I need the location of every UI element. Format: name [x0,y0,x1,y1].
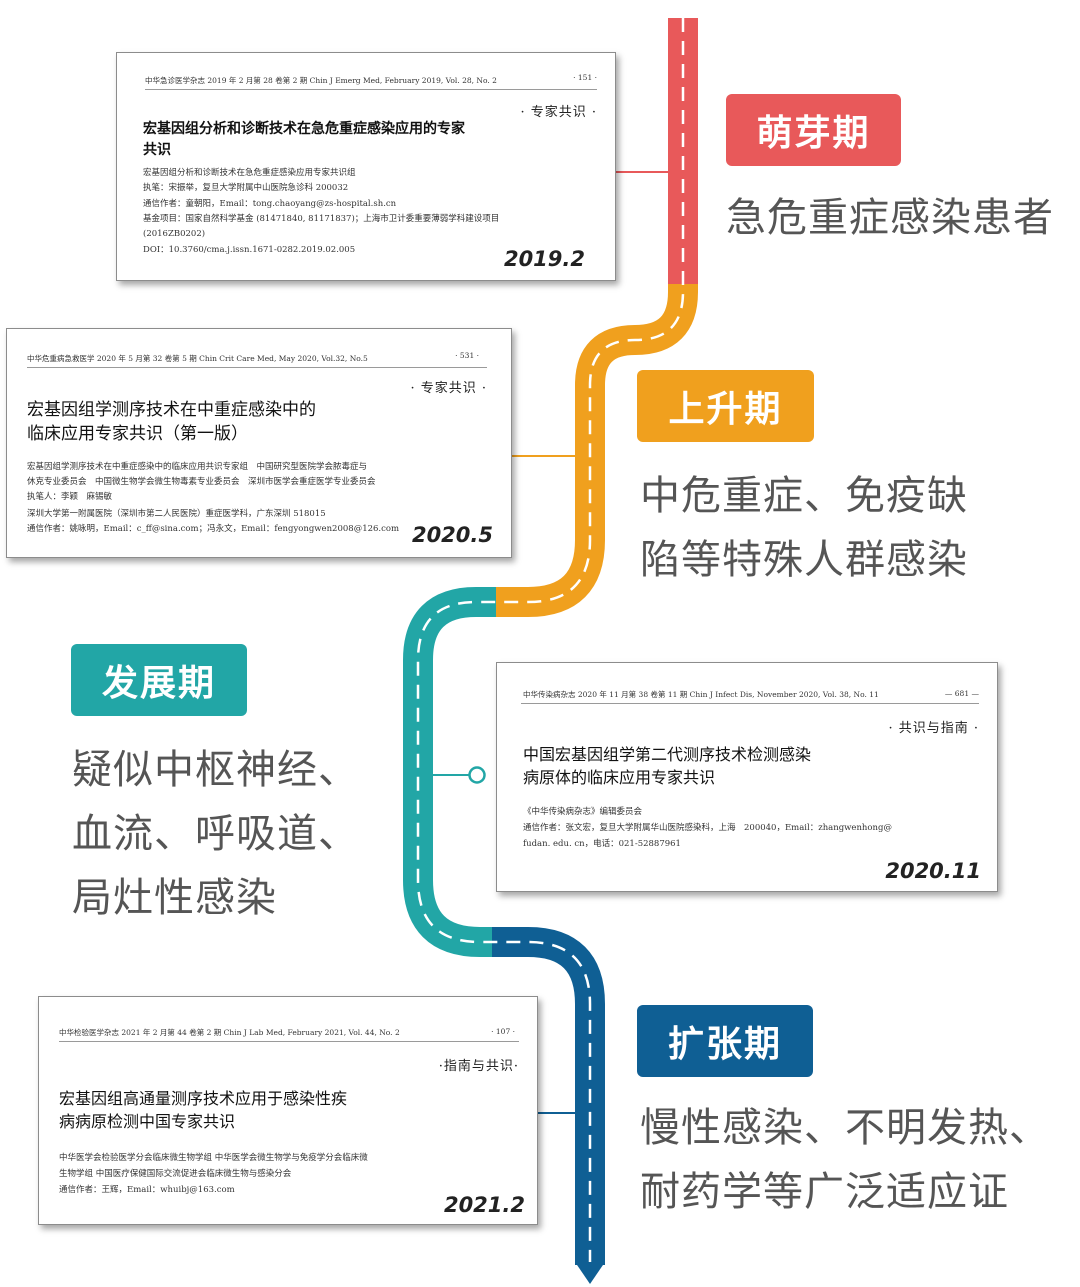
paper-author-group: 宏基因组学测序技术在中重症感染中的临床应用共识专家组 中国研究型医院学会脓毒症与 [27,462,368,472]
paper-affiliation: 深圳大学第一附属医院（深圳市第二人民医院）重症医学科，广东深圳 518015 [27,509,326,519]
stage-desc-rising: 中危重症、免疫缺陷等特殊人群感染 [640,473,968,583]
road-segment-teal [403,587,496,957]
stage-desc-emerging: 急危重症感染患者 [726,195,1054,241]
paper-category: · 专家共识 · [520,105,597,120]
paper-writer: 执笔：宋振举，复旦大学附属中山医院急诊科 200032 [143,183,349,193]
paper-card-2020-5: 中华危重病急救医学 2020 年 5 月第 32 卷第 5 期 Chin Cri… [6,328,512,558]
paper-card-2021: 中华检验医学杂志 2021 年 2 月第 44 卷第 2 期 Chin J La… [38,996,538,1225]
paper-page-number: · 151 · [573,73,597,82]
paper-page-number: · 107 · [491,1027,515,1036]
paper-page-number: · 531 · [455,351,479,360]
stage-badge-developing: 发展期 [71,644,247,716]
paper-writer: 执笔人：李颖 麻锡敏 [27,492,113,502]
stage-desc-expanding: 慢性感染、不明发热、耐药学等广泛适应证 [640,1105,1050,1215]
paper-author-group: 宏基因组分析和诊断技术在急危重症感染应用专家共识组 [143,168,356,178]
paper-header-rule [59,1041,519,1042]
paper-header: 中华检验医学杂志 2021 年 2 月第 44 卷第 2 期 Chin J La… [59,1028,400,1037]
paper-header: 中华危重病急救医学 2020 年 5 月第 32 卷第 5 期 Chin Cri… [27,354,368,363]
road-arrow [575,1262,605,1284]
paper-date: 2020.5 [411,523,493,547]
paper-date: 2019.2 [503,247,585,271]
paper-corresponding: 通信作者：王辉，Email：whuibj@163.com [59,1185,235,1195]
stage-badge-emerging: 萌芽期 [726,94,901,166]
paper-page-number: — 681 — [944,689,979,698]
paper-title: 宏基因组学测序技术在中重症感染中的临床应用专家共识（第一版） [27,400,316,444]
paper-header-rule [27,367,487,368]
paper-header: 中华传染病杂志 2020 年 11 月第 38 卷第 11 期 Chin J I… [523,690,879,699]
paper-corresponding: 通信作者：童朝阳，Email：tong.chaoyang@zs-hospital… [143,199,397,209]
paper-title: 中国宏基因组学第二代测序技术检测感染病原体的临床应用专家共识 [523,745,812,788]
paper-corresponding: 通信作者：姚咏明，Email：c_ff@sina.com；冯永文，Email：f… [27,524,400,534]
paper-doi: DOI：10.3760/cma.j.issn.1671-0282.2019.02… [143,245,356,255]
paper-author-group-cont: 休克专业委员会 中国微生物学会微生物毒素专业委员会 深圳市医学会重症医学专业委员… [27,477,376,487]
paper-author-group-cont: 生物学组 中国医疗保健国际交流促进会临床微生物与感染分会 [59,1169,292,1179]
paper-header: 中华急诊医学杂志 2019 年 2 月第 28 卷第 2 期 Chin J Em… [145,76,497,85]
stage-desc-developing: 疑似中枢神经、血流、呼吸道、局灶性感染 [72,747,359,921]
paper-header-rule [145,89,597,90]
paper-card-2020-11: 中华传染病杂志 2020 年 11 月第 38 卷第 11 期 Chin J I… [496,662,998,892]
paper-header-rule [521,703,979,704]
paper-category: · 专家共识 · [410,381,487,396]
paper-category: ·指南与共识· [438,1059,519,1074]
paper-card-2019: 中华急诊医学杂志 2019 年 2 月第 28 卷第 2 期 Chin J Em… [116,52,616,281]
paper-date: 2020.11 [885,859,981,883]
paper-title: 宏基因组分析和诊断技术在急危重症感染应用的专家共识 [143,121,465,158]
stage-badge-rising: 上升期 [637,370,814,442]
road-center-line [416,18,685,1262]
paper-corresponding: 通信作者：张文宏，复旦大学附属华山医院感染科，上海 200040，Email：z… [523,823,892,833]
connector-node-3 [468,766,486,784]
stage-badge-expanding: 扩张期 [637,1005,813,1077]
paper-funding-code: (2016ZB0202) [143,229,206,239]
paper-author-group: 中华医学会检验医学分会临床微生物学组 中华医学会微生物学与免疫学分会临床微 [59,1153,368,1163]
paper-date: 2021.2 [443,1193,525,1217]
paper-category: · 共识与指南 · [888,721,979,736]
paper-title: 宏基因组高通量测序技术应用于感染性疾病病原检测中国专家共识 [59,1089,348,1132]
paper-contact: fudan. edu. cn，电话：021-52887961 [523,839,681,849]
paper-funding: 基金项目：国家自然科学基金 (81471840, 81171837)；上海市卫计… [143,214,500,224]
paper-author-group: 《中华传染病杂志》编辑委员会 [523,807,643,817]
